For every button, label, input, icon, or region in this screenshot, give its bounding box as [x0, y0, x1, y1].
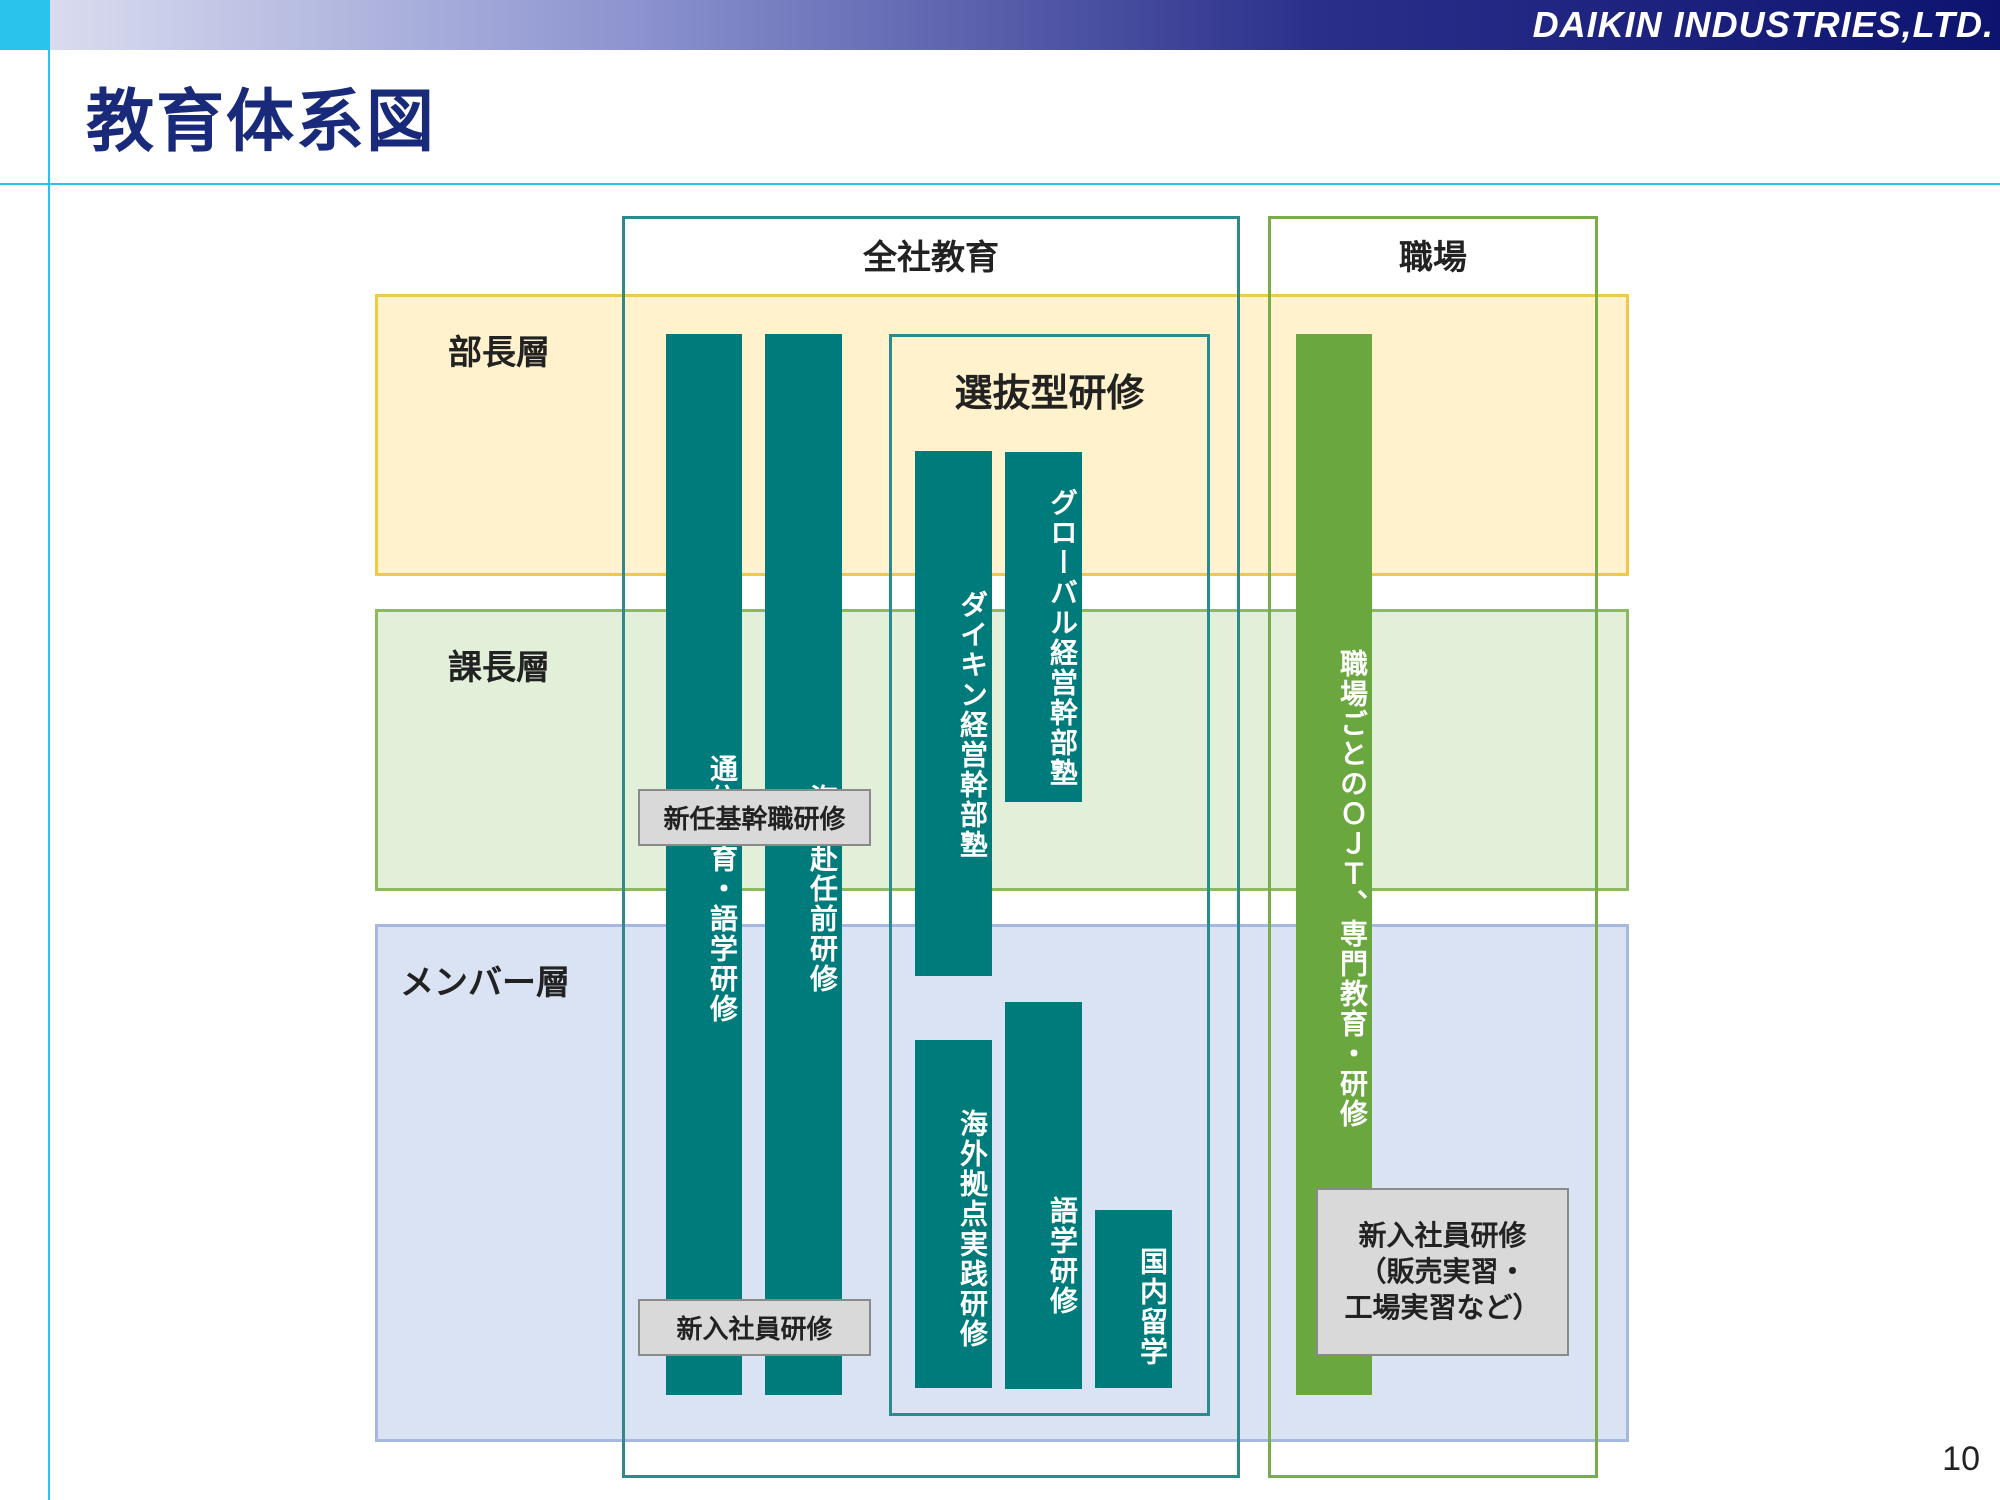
- level-label-bucho: 部長層: [448, 333, 550, 373]
- program-bar-gogaku: 語学研修: [1005, 1002, 1082, 1389]
- company-logo-text: DAIKIN INDUSTRIES,LTD.: [1532, 4, 1994, 45]
- level-label-member: メンバー層: [400, 963, 570, 1003]
- column-frame-shokuba: [1268, 216, 1598, 1478]
- program-box-shinnyu: 新入社員研修: [638, 1299, 871, 1356]
- header-bar: [50, 0, 2000, 50]
- program-bar-tsushin: 通信教育・語学研修: [666, 334, 742, 1395]
- column-frame-zensha: [622, 216, 1240, 1478]
- level-label-kacho: 課長層: [448, 648, 550, 688]
- program-bar-global-keiei: グローバル経営幹部塾: [1005, 452, 1082, 802]
- program-box-shinnyu-shokuba-line3: 工場実習など）: [1344, 1291, 1541, 1324]
- program-bar-kokunai-ryugaku: 国内留学: [1095, 1210, 1172, 1388]
- page-number: 10: [1942, 1440, 1980, 1478]
- program-box-shinnyu-shokuba: 新入社員研修 （販売実習・ 工場実習など）: [1316, 1188, 1569, 1356]
- program-box-shinnyu-shokuba-line1: 新入社員研修: [1358, 1219, 1527, 1252]
- column-heading-shokuba: 職場: [1399, 238, 1467, 278]
- column-heading-zensha: 全社教育: [863, 238, 999, 278]
- program-box-shinnyu-shokuba-line2: （販売実習・: [1358, 1255, 1527, 1288]
- program-bar-kaigai-fuinin: 海外赴任前研修: [765, 334, 842, 1395]
- program-bar-daikin-keiei: ダイキン経営幹部塾: [915, 451, 992, 976]
- band-bucho: [375, 294, 1629, 576]
- group-heading-senbatsu: 選抜型研修: [954, 371, 1145, 415]
- program-bar-kaigai-kyoten: 海外拠点実践研修: [915, 1040, 992, 1388]
- left-accent-line: [48, 50, 50, 1500]
- header-corner-accent: [0, 0, 50, 50]
- title-divider-line: [0, 183, 2000, 185]
- program-box-shinnin-kikan: 新任基幹職研修: [638, 789, 871, 846]
- band-kacho: [375, 609, 1629, 891]
- group-frame-senbatsu: [889, 334, 1210, 1416]
- page-title: 教育体系図: [86, 83, 437, 162]
